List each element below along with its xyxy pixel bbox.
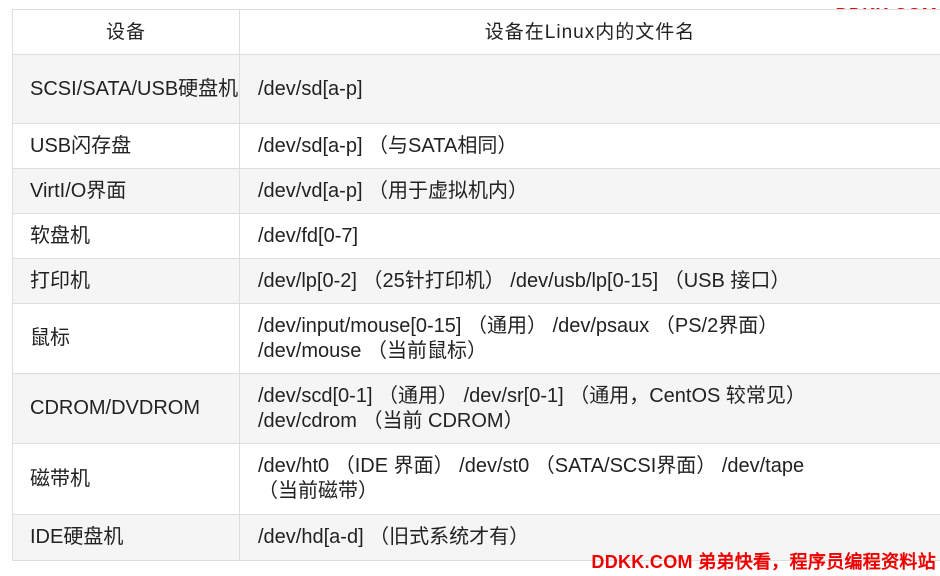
filename-cell: /dev/sd[a-p] （与SATA相同） [239,123,940,169]
table-row: IDE硬盘机 /dev/hd[a-d] （旧式系统才有） [12,514,940,561]
table-row: 鼠标 /dev/input/mouse[0-15] （通用） /dev/psau… [12,303,940,374]
device-cell: IDE硬盘机 [12,514,240,561]
watermark-bottom: DDKK.COM 弟弟快看，程序员编程资料站 [591,552,936,572]
device-cell: 打印机 [12,258,240,304]
file-line: /dev/ht0 （IDE 界面） /dev/st0 （SATA/SCSI界面）… [258,455,805,477]
table-header-row: 设备 设备在Linux内的文件名 [12,9,940,55]
device-cell: 鼠标 [12,303,240,374]
table-row: CDROM/DVDROM /dev/scd[0-1] （通用） /dev/sr[… [12,373,940,444]
header-filename: 设备在Linux内的文件名 [239,9,940,55]
filename-cell: /dev/input/mouse[0-15] （通用） /dev/psaux （… [239,303,940,374]
table-row: SCSI/SATA/USB硬盘机 /dev/sd[a-p] [12,54,940,124]
file-line: （当前磁带） [258,480,378,502]
device-cell: 软盘机 [12,213,240,259]
table-row: VirtI/O界面 /dev/vd[a-p] （用于虚拟机内） [12,168,940,214]
file-line: /dev/mouse （当前鼠标） [258,339,487,362]
device-name: SCSI/SATA/USB硬盘机 [30,77,239,100]
filename-cell: /dev/scd[0-1] （通用） /dev/sr[0-1] （通用，Cent… [239,373,940,444]
device-name: IDE硬盘机 [30,526,124,548]
table-row: USB闪存盘 /dev/sd[a-p] （与SATA相同） [12,123,940,169]
file-line: /dev/vd[a-p] （用于虚拟机内） [258,179,529,202]
device-name: 打印机 [30,269,90,292]
file-line: /dev/scd[0-1] （通用） /dev/sr[0-1] （通用，Cent… [258,384,806,407]
file-line: /dev/hd[a-d] （旧式系统才有） [258,526,530,548]
file-line: /dev/fd[0-7] [258,224,359,247]
device-cell: USB闪存盘 [12,123,240,169]
table-row: 打印机 /dev/lp[0-2] （25针打印机） /dev/usb/lp[0-… [12,258,940,304]
filename-cell: /dev/fd[0-7] [239,213,940,259]
file-line: /dev/input/mouse[0-15] （通用） /dev/psaux （… [258,314,779,337]
file-line: /dev/sd[a-p] [258,77,363,100]
file-line: /dev/sd[a-p] （与SATA相同） [258,134,518,157]
table-row: 磁带机 /dev/ht0 （IDE 界面） /dev/st0 （SATA/SCS… [12,443,940,515]
header-device: 设备 [12,9,240,55]
device-table-container: 设备 设备在Linux内的文件名 SCSI/SATA/USB硬盘机 /dev/s… [12,9,940,561]
filename-cell: /dev/hd[a-d] （旧式系统才有） [239,514,940,561]
file-line: /dev/lp[0-2] （25针打印机） /dev/usb/lp[0-15] … [258,269,791,292]
filename-cell: /dev/vd[a-p] （用于虚拟机内） [239,168,940,214]
filename-cell: /dev/ht0 （IDE 界面） /dev/st0 （SATA/SCSI界面）… [239,443,940,515]
device-file-table: 设备 设备在Linux内的文件名 SCSI/SATA/USB硬盘机 /dev/s… [12,9,940,561]
device-cell: CDROM/DVDROM [12,373,240,444]
file-line: /dev/cdrom （当前 CDROM） [258,409,524,432]
device-cell: SCSI/SATA/USB硬盘机 [12,54,240,124]
filename-cell: /dev/lp[0-2] （25针打印机） /dev/usb/lp[0-15] … [239,258,940,304]
device-name: CDROM/DVDROM [30,397,200,419]
device-name: 磁带机 [30,467,90,490]
table-row: 软盘机 /dev/fd[0-7] [12,213,940,259]
device-name: 软盘机 [30,224,90,247]
device-name: 鼠标 [30,327,70,349]
device-name: VirtI/O界面 [30,179,127,202]
filename-cell: /dev/sd[a-p] [239,54,940,124]
device-cell: VirtI/O界面 [12,168,240,214]
device-name: USB闪存盘 [30,134,132,157]
device-cell: 磁带机 [12,443,240,515]
